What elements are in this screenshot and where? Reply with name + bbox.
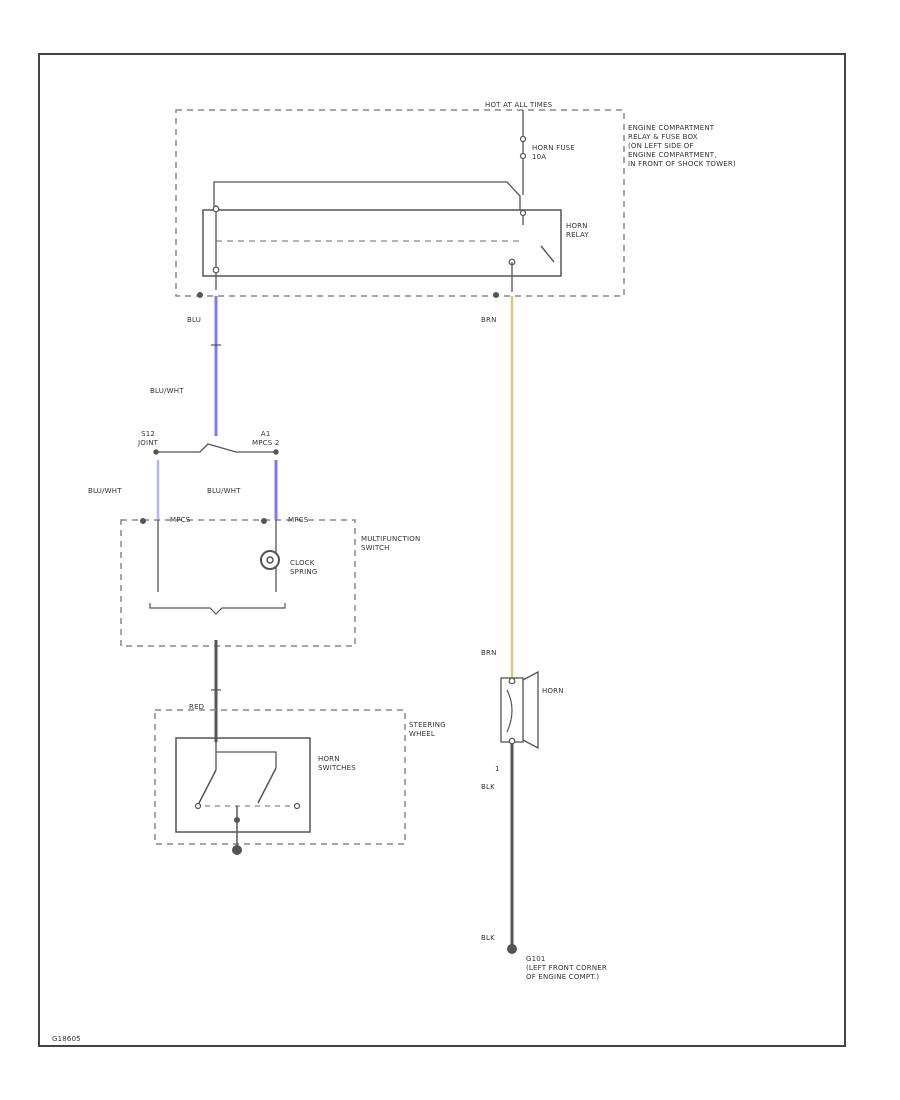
- fuse-terminal-top: [519, 135, 527, 143]
- engine-fuse-box-label: ENGINE COMPARTMENT RELAY & FUSE BOX (ON …: [628, 124, 736, 168]
- wire-label-blu-top: BLU: [187, 316, 202, 324]
- wire-label-bluwht-main: BLU/WHT: [150, 387, 184, 395]
- clock-spring-center: [266, 556, 274, 564]
- horn-bell: [522, 670, 539, 750]
- wire-label-blk-ground: BLK: [481, 934, 495, 942]
- horn-switch-1-contact: [194, 802, 202, 810]
- hot-at-all-times-label: HOT AT ALL TIMES: [485, 101, 553, 109]
- junction-pin-left: [153, 449, 159, 455]
- junction-link: [158, 443, 276, 453]
- relay-left-terminal-top: [212, 205, 220, 213]
- mfs-pin-right-label: MPCS: [288, 516, 309, 524]
- wire-label-brn-top: BRN: [481, 316, 497, 324]
- wire-label-brn-horn: BRN: [481, 649, 497, 657]
- mfs-pin-left: [140, 518, 146, 524]
- horn-switch-1-arm: [197, 769, 217, 806]
- fuse-terminal-bottom: [519, 152, 527, 160]
- relay-top-feed: [213, 181, 521, 210]
- figure-id-label: G18605: [52, 1035, 81, 1043]
- fuse-box-pin-left: [197, 292, 203, 298]
- horn-switch-2-arm: [257, 767, 277, 804]
- wire-label-bluwht-left: BLU/WHT: [88, 487, 122, 495]
- wire-label-blk-horn: BLK: [481, 783, 495, 791]
- horn-diaphragm: [506, 689, 513, 733]
- steering-wheel-outline: [154, 709, 406, 845]
- horn-relay-label: HORN RELAY: [566, 222, 589, 239]
- horn-terminal-bottom: [508, 737, 516, 745]
- steering-wheel-label: STEERING WHEEL: [409, 721, 446, 738]
- horn-terminal-top: [508, 677, 516, 685]
- connector-label-left: S12 JOINT: [138, 430, 159, 447]
- horn-switch-2-contact: [293, 802, 301, 810]
- ground-label: G101 (LEFT FRONT CORNER OF ENGINE COMPT.…: [526, 955, 607, 981]
- fuse-box-pin-right: [493, 292, 499, 298]
- mfs-pin-left-label: MPCS: [170, 516, 191, 524]
- horn-switches-box: [175, 737, 311, 833]
- multifunction-switch-outline: [120, 519, 356, 647]
- clock-spring-label: CLOCK SPRING: [290, 559, 318, 576]
- junction-pin-right: [273, 449, 279, 455]
- wire-label-red: RED: [189, 703, 205, 711]
- relay-left-terminal-bottom: [212, 266, 220, 274]
- horn-label: HORN: [542, 687, 564, 695]
- connector-label-right: A1 MPCS 2: [252, 430, 280, 447]
- wire-label-bluwht-right: BLU/WHT: [207, 487, 241, 495]
- horn-relay-box: [202, 209, 562, 277]
- horn-pin-label: 1: [495, 765, 500, 773]
- mfs-brace: [149, 603, 286, 615]
- relay-contact-terminal: [519, 209, 527, 217]
- horn-switch-ground: [232, 845, 242, 855]
- multifunction-switch-label: MULTIFUNCTION SWITCH: [361, 535, 421, 552]
- engine-fuse-box-outline: [175, 109, 625, 297]
- horn-switches-label: HORN SWITCHES: [318, 755, 356, 772]
- horn-switch-ground-mid: [234, 817, 240, 823]
- horn-switch-top-bus: [215, 738, 277, 768]
- relay-contact-arm: [540, 245, 555, 263]
- horn-fuse-label: HORN FUSE 10A: [532, 144, 575, 161]
- mfs-pin-right: [261, 518, 267, 524]
- ground-point: [507, 944, 517, 954]
- diagram-frame: [38, 53, 846, 1047]
